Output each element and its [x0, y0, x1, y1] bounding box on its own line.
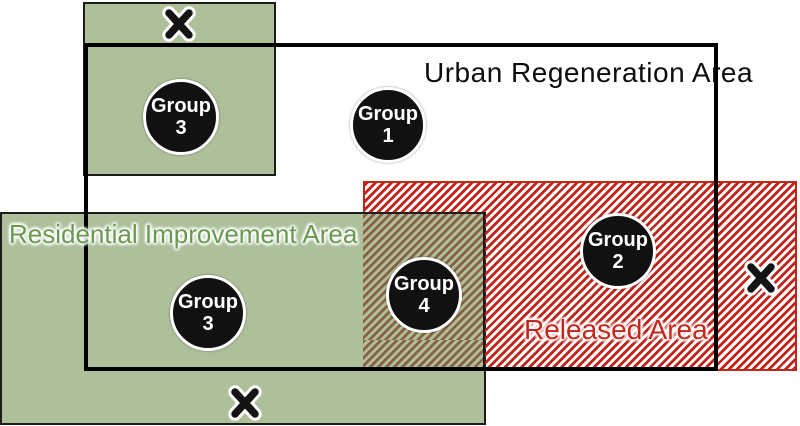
group-number: 4 — [418, 295, 430, 317]
x-mark-top-icon — [162, 6, 196, 42]
x-mark-right-icon — [744, 260, 778, 296]
urban-regeneration-boundary — [84, 43, 718, 371]
group-2-circle: Group 2 — [580, 213, 656, 289]
group-label: Group — [394, 273, 454, 295]
group-number: 1 — [382, 125, 394, 147]
group-label: Group — [588, 229, 648, 251]
group-1-circle: Group 1 — [350, 87, 426, 163]
released-area-label: Released Area — [524, 314, 708, 345]
group-3-upper-circle: Group 3 — [143, 79, 219, 155]
group-3-lower-circle: Group 3 — [170, 275, 246, 351]
x-mark-bottom-icon — [228, 385, 262, 421]
group-number: 3 — [175, 117, 187, 139]
group-4-circle: Group 4 — [386, 257, 462, 333]
group-label: Group — [178, 291, 238, 313]
urban-regeneration-label: Urban Regeneration Area — [424, 57, 754, 88]
group-number: 3 — [202, 313, 214, 335]
group-label: Group — [358, 103, 418, 125]
residential-improvement-label: Residential Improvement Area — [9, 219, 358, 249]
group-label: Group — [151, 95, 211, 117]
group-number: 2 — [612, 251, 624, 273]
